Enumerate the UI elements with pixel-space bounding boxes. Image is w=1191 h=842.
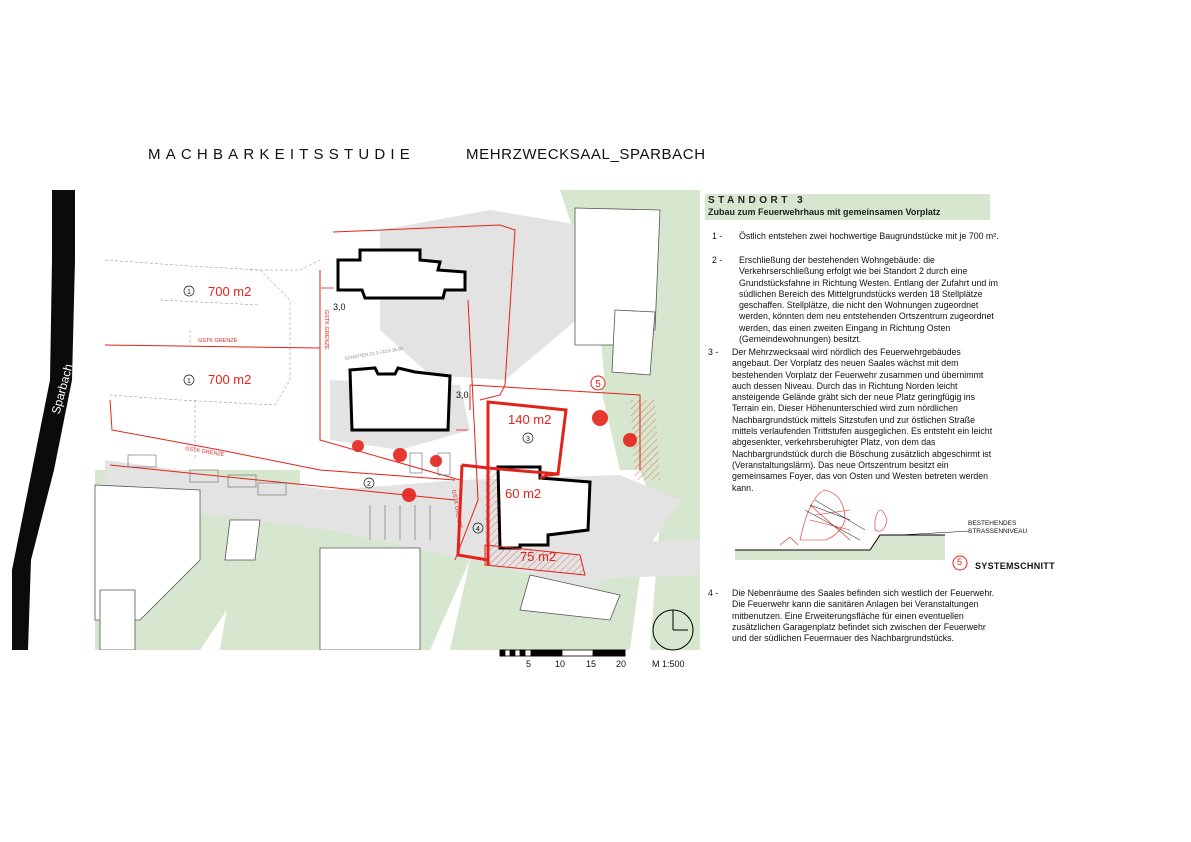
plot-1-number: 1 — [187, 289, 191, 296]
scale-tick-20: 20 — [616, 659, 627, 669]
trees — [352, 410, 637, 502]
plot-1-area: 700 m2 — [208, 284, 251, 299]
section-label-2: STRASSENNIVEAU — [968, 528, 1028, 535]
shadow-label: SCHATTEN 21.3 +23.9 16:00 — [344, 346, 404, 361]
project-title: MEHRZWECKSAAL_SPARBACH — [466, 146, 706, 163]
scale-tick-15: 15 — [586, 659, 597, 669]
study-title: MACHBARKEITSSTUDIE — [148, 146, 415, 163]
paragraph-3-text: Der Mehrzwecksaal wird nördlich des Feue… — [732, 347, 993, 493]
gstk-vert-1: GSTK GRENZE — [323, 310, 329, 350]
scale-tick-10: 10 — [555, 659, 566, 669]
section-caption: SYSTEMSCHNITT — [975, 561, 1055, 571]
scale-tick-5: 5 — [526, 659, 532, 669]
scale-bar — [499, 649, 626, 657]
paragraph-3-number: 3 - — [708, 347, 719, 357]
scale-ratio: M 1:500 — [652, 659, 685, 669]
paragraph-4-number: 4 - — [708, 588, 719, 598]
north-arrow — [652, 609, 694, 651]
residential-buildings — [336, 248, 467, 432]
multipurpose-hall — [456, 400, 568, 565]
paragraph-1-text: Östlich entstehen zwei hochwertige Baugr… — [739, 231, 999, 241]
standort-heading: STANDORT 3 — [708, 195, 807, 206]
gstk-label-2: GSTK GRENZE — [185, 446, 225, 458]
river-sparbach — [12, 190, 75, 650]
parking-number: 2 — [367, 481, 371, 488]
parking-stalls — [127, 452, 451, 540]
paragraph-2-number: 2 - — [712, 255, 723, 265]
section-5-marker — [590, 375, 606, 391]
east-steps — [630, 400, 660, 480]
ext-area: 75 m2 — [520, 549, 556, 564]
hall-number: 3 — [526, 436, 530, 443]
dimension-markers — [321, 287, 471, 431]
plot-2-area: 700 m2 — [208, 372, 251, 387]
plot-2-number: 1 — [187, 378, 191, 385]
paragraph-1-number: 1 - — [712, 231, 723, 241]
paragraph-2-text: Erschließung der bestehenden Wohngebäude… — [739, 255, 998, 345]
annex-number: 4 — [476, 526, 480, 533]
section-label-1: BESTEHENDES — [968, 520, 1017, 527]
neighbour-buildings — [94, 207, 661, 650]
system-section — [735, 489, 971, 571]
section-marker-label: 5 — [595, 379, 601, 390]
dim-2: 3,0 — [456, 390, 469, 400]
standort-header-panel — [705, 194, 990, 220]
standort-subtitle: Zubau zum Feuerwehrhaus mit gemeinsamen … — [708, 207, 941, 217]
section-marker-5: 5 — [957, 557, 963, 567]
hall-area: 140 m2 — [508, 412, 551, 427]
plot-lines — [104, 259, 321, 460]
dim-1: 3,0 — [333, 302, 346, 312]
paragraph-4-text: Die Nebenräume des Saales befinden sich … — [732, 588, 995, 644]
plot-number-circles — [183, 285, 534, 534]
gstk-label-1: GSTK GRENZE — [198, 338, 238, 344]
fw-area: 60 m2 — [505, 486, 541, 501]
